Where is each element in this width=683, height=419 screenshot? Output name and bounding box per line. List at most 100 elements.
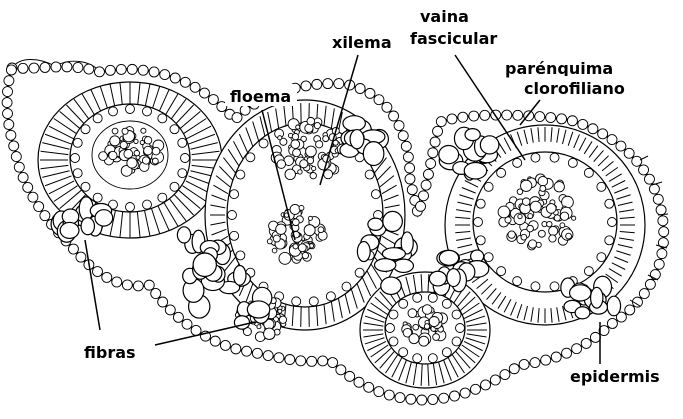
parenchyma-cell [193,253,216,276]
sheath-cell [605,236,614,245]
epidermis-cell [336,365,346,375]
cluster-cell [521,180,532,191]
sheath-cell [292,297,301,306]
epidermis-cell [191,325,201,335]
epidermis-cell [659,227,669,237]
epidermis-cell [14,162,24,172]
sheath-cell [246,153,255,162]
epidermis-cell [460,388,470,398]
cluster-cell [304,225,315,236]
parenchyma-cell [247,301,269,318]
cluster-cell [293,244,298,249]
vascular-bundle-bottom [360,272,490,388]
epidermis-cell [345,371,355,381]
cluster-cell [521,234,527,240]
epidermis-cell [535,112,545,122]
cluster-cell [144,137,151,144]
label-fibras: fibras [84,343,136,362]
cluster-cell [572,216,576,220]
parenchyma-cell [81,218,94,235]
sheath-cell [142,107,151,116]
cluster-cell [293,149,301,157]
sheath-cell [371,190,380,199]
epidermis-cell [632,156,642,166]
cluster-cell [285,169,296,180]
epidermis-cell [657,249,667,259]
epidermis-cell [307,356,317,366]
parenchyma-cell [447,269,460,287]
cluster-cell [308,216,312,220]
cluster-cell [99,152,108,161]
sheath-cell [584,168,593,177]
epidermis-cell [401,141,411,151]
epidermis-cell [328,358,338,368]
sheath-cell [531,282,540,291]
epidermis-cell [92,267,102,277]
sheath-cell [386,324,395,333]
epidermis-cell [73,62,83,72]
parenchyma-cell [607,296,620,316]
sheath-cell [442,348,451,357]
parenchyma-cell [439,250,458,265]
cluster-cell [422,305,432,315]
cluster-cell [560,212,568,220]
cluster-cell [298,170,303,175]
cluster-cell [333,140,338,145]
sheath-cell [428,293,437,302]
epidermis-cell [607,135,617,145]
cluster-cell [299,205,304,210]
epidermis-cell [4,76,14,86]
cluster-cell [305,124,313,132]
epidermis-cell [578,119,588,129]
sheath-cell [497,168,506,177]
sheath-cell [550,282,559,291]
sheath-cell [413,293,422,302]
epidermis-cell [428,148,438,158]
epidermis-cell [182,319,192,329]
sheath-cell [452,337,461,346]
cluster-cell [429,317,439,327]
epidermis-cell [649,184,659,194]
cluster-cell [314,122,320,128]
sheath-cell [584,267,593,276]
epidermis-cell [423,169,433,179]
parenchyma-cell [177,227,190,243]
epidermis-cell [639,289,649,299]
epidermis-cell [199,88,209,98]
cluster-cell [324,170,333,179]
epidermis-cell [656,205,666,215]
parenchyma-cell [394,259,414,272]
parenchyma-cell [62,209,79,224]
parenchyma-cell [575,307,590,319]
cluster-cell [508,231,515,238]
cluster-cell [134,139,138,143]
cluster-cell [134,150,139,155]
cluster-cell [522,198,530,206]
epidermis-cell [263,351,273,361]
parenchyma-cell [381,277,401,294]
epidermis-cell [296,356,306,366]
parenchyma-cell [374,259,395,272]
epidermis-cell [513,110,523,120]
epidermis-cell [406,394,416,404]
cluster-cell [408,309,417,318]
epidermis-cell [458,112,468,122]
epidermis-cell [625,305,635,315]
sheath-cell [181,154,190,163]
sheath-cell [178,138,187,147]
sheath-cell [456,324,465,333]
epidermis-cell [439,393,449,403]
sheath-cell [73,138,82,147]
sheath-cell [531,153,540,162]
epidermis-cell [11,152,21,162]
parenchyma-cell [95,210,113,226]
sheath-cell [93,114,102,123]
cluster-cell [142,157,149,164]
sheath-cell [428,354,437,363]
parenchyma-cell [234,316,249,329]
cluster-cell [419,336,429,346]
epidermis-cell [312,79,322,89]
parenchyma-cell [439,145,459,163]
sheath-cell [81,125,90,134]
label-parenquima: parénquima [505,59,613,78]
